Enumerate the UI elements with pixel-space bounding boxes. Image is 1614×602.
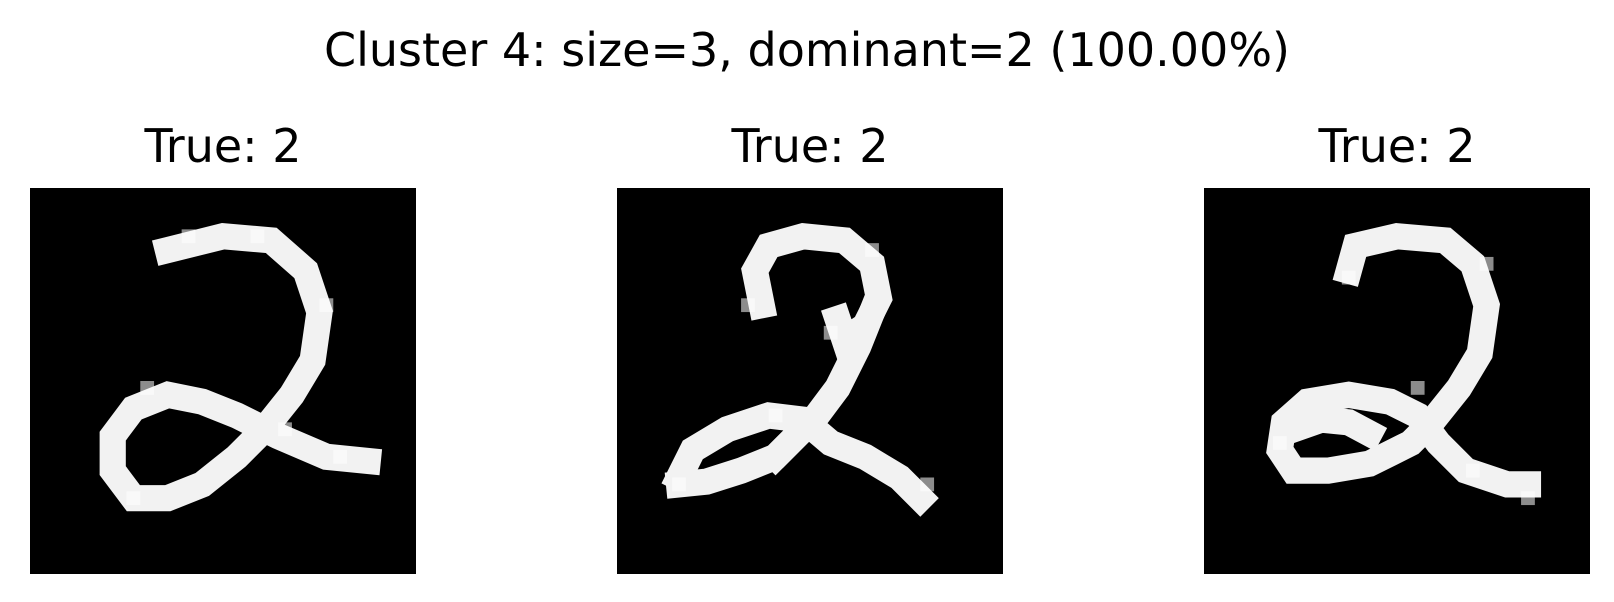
digit-panel-3: True: 2 (1204, 118, 1590, 574)
panel-title-1: True: 2 (144, 119, 302, 173)
digit-image-2 (617, 188, 1003, 574)
digit-image-1 (30, 188, 416, 574)
digit-panel-1: True: 2 (30, 118, 416, 574)
panel-title-2: True: 2 (731, 119, 889, 173)
digit-image-3 (1204, 188, 1590, 574)
panel-title-3: True: 2 (1318, 119, 1476, 173)
figure-title: Cluster 4: size=3, dominant=2 (100.00%) (324, 23, 1290, 77)
digit-panel-2: True: 2 (617, 118, 1003, 574)
